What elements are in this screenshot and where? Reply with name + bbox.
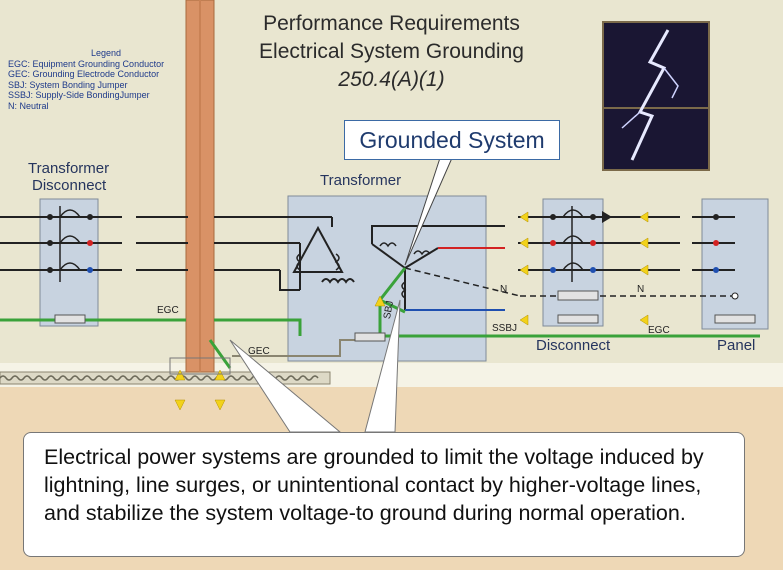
title-line-2: Electrical System Grounding [259,40,524,63]
grounding-conductors [0,297,760,369]
disconnect-label: Disconnect [536,337,611,354]
wye-winding [371,243,439,310]
fault-current-arrows [174,211,649,411]
primary-coil-icon [296,253,302,271]
secondary-coil-icon [401,281,407,299]
ground-bus-bar [354,332,386,342]
legend-item: GEC: Grounding Electrode Conductor [8,69,160,79]
concrete-foundation [0,371,331,385]
disconnect-switch-icon [562,206,584,282]
ssbj-label: SSBJ [492,323,518,334]
grounded-system-callout: Grounded System [344,120,560,160]
terminal-dots [47,214,93,273]
legend: Legend EGC: Equipment Grounding Conducto… [8,48,164,111]
arrow-head-icon [602,211,612,223]
sbj-conductor [378,267,407,301]
egc-right-label: EGC [648,325,670,336]
explanation-note: Electrical power systems are grounded to… [23,432,745,557]
ground-electrode [169,357,231,375]
delta-winding [292,225,344,273]
primary-coil-icon [321,278,355,284]
panel-label: Panel [717,337,756,354]
ground-bus-bar [54,314,86,324]
transformer-box [287,195,487,362]
lightning-bolt-icon [630,29,670,161]
lightning-branch-icon [621,111,641,129]
title-line-3: 250.4(A)(1) [338,68,445,91]
legend-item: N: Neutral [8,100,49,111]
lightning-branch-icon [663,67,679,99]
primary-coil-icon [334,253,340,271]
legend-item: EGC: Equipment Grounding Conductor [8,58,165,69]
neutral-label-2: N [637,284,645,295]
ground-bus-bar [557,314,599,324]
gec-label: GEC [248,346,270,357]
legend-item: SBJ: System Bonding Jumper [8,79,128,90]
egc-left-label: EGC [157,305,179,316]
terminal-dots [550,214,739,300]
secondary-coil-icon [413,250,431,256]
phase-conductors-primary [0,216,333,291]
neutral-label-1: N [500,284,508,295]
disconnect-switch-icon [59,206,81,282]
transformer-label: Transformer [320,172,402,189]
legend-heading: Legend [91,48,122,58]
secondary-coil-icon [379,242,397,248]
lightning-window [602,21,710,171]
transformer-disconnect-label-1: Transformer [28,160,110,177]
panel-box [701,198,769,330]
transformer-disconnect-label-2: Disconnect [32,177,107,194]
secondary-phase-a [371,225,505,244]
legend-item: SSBJ: Supply-Side BondingJumper [8,90,150,100]
title-line-1: Performance Requirements [263,12,520,35]
neutral-bus-bar [557,290,599,301]
ground-bus-bar [714,314,756,324]
